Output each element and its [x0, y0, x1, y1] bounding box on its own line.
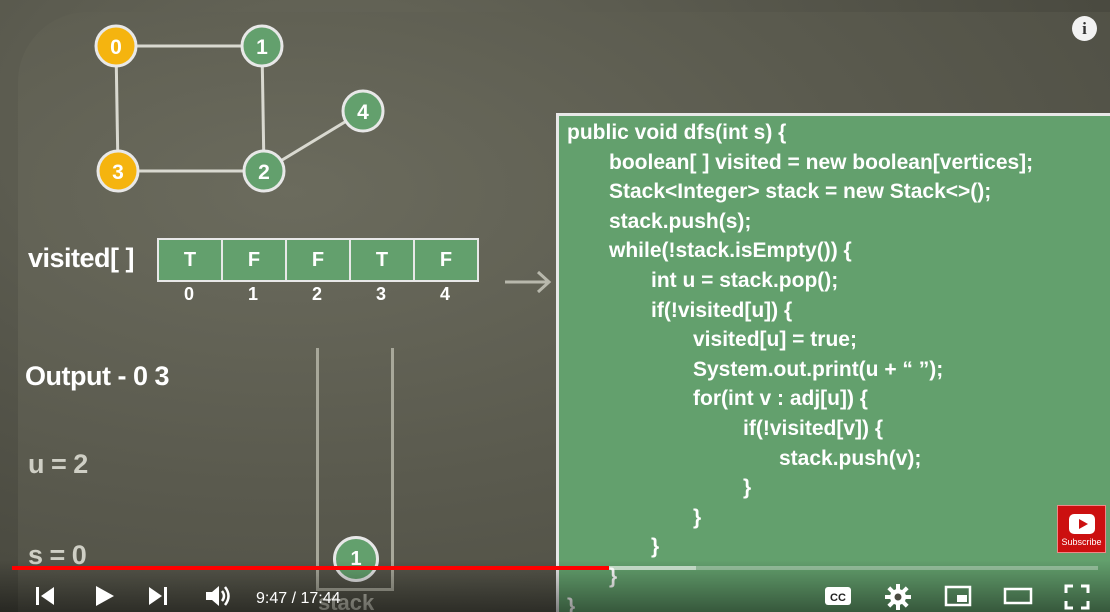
subscribe-button[interactable]: Subscribe	[1057, 505, 1106, 553]
s-variable-text: s = 0	[28, 540, 87, 570]
theater-mode-icon[interactable]	[1003, 584, 1033, 608]
skip-next-icon[interactable]	[146, 584, 170, 608]
visited-cell: T	[157, 238, 223, 282]
code-line: boolean[ ] visited = new boolean[vertice…	[609, 150, 1034, 174]
arrow-icon	[505, 270, 552, 294]
graph-node: 1	[240, 24, 284, 68]
graph-node: 3	[96, 149, 140, 193]
settings-gear-icon[interactable]	[885, 584, 911, 610]
code-line: }	[743, 476, 752, 500]
captions-icon[interactable]: CC	[824, 584, 852, 608]
code-line: int u = stack.pop();	[651, 269, 839, 292]
subscribe-label: Subscribe	[1061, 537, 1102, 547]
code-line: stack.push(v);	[779, 446, 922, 470]
array-index: 1	[247, 284, 258, 304]
visited-cell: T	[349, 238, 415, 282]
code-line: public void dfs(int s) {	[567, 121, 787, 144]
visited-array: T F F T F	[157, 238, 479, 282]
fullscreen-icon[interactable]	[1064, 584, 1090, 610]
code-line: }	[693, 505, 702, 529]
svg-text:1: 1	[256, 36, 268, 59]
visited-array-indices: 0 1 2 3 4	[157, 284, 477, 305]
code-line: while(!stack.isEmpty()) {	[609, 239, 852, 263]
code-panel: public void dfs(int s) { boolean[ ] visit…	[556, 113, 1110, 612]
output-text: Output - 0 3	[25, 361, 170, 391]
array-index: 0	[183, 284, 194, 304]
code-line: Stack<Integer> stack = new Stack<>();	[609, 180, 992, 204]
code-line: if(!visited[v]) {	[743, 417, 884, 440]
code-line: }	[567, 595, 575, 612]
svg-text:3: 3	[112, 161, 124, 184]
visited-cell: F	[221, 238, 287, 282]
visited-array-label: visited[ ]	[28, 243, 135, 273]
code-line: if(!visited[u]) {	[651, 298, 793, 322]
skip-previous-icon[interactable]	[33, 584, 57, 608]
code-line: for(int v : adj[u]) {	[693, 387, 868, 411]
array-index: 4	[439, 284, 450, 304]
svg-text:4: 4	[357, 101, 369, 124]
array-index: 3	[375, 284, 386, 304]
captions-label: CC	[830, 592, 846, 604]
u-variable-text: u = 2	[28, 449, 88, 479]
progress-bar[interactable]	[12, 566, 1098, 570]
info-icon[interactable]: i	[1072, 16, 1097, 41]
visited-cell: F	[413, 238, 479, 282]
graph-node: 2	[242, 149, 286, 193]
code-line: }	[651, 535, 660, 559]
code-line: }	[609, 565, 617, 589]
miniplayer-icon[interactable]	[944, 584, 972, 608]
youtube-logo-icon	[1068, 514, 1095, 534]
stack-container: 1	[316, 348, 394, 591]
volume-icon[interactable]	[204, 584, 232, 608]
code-line: stack.push(s);	[609, 209, 752, 233]
code-line: visited[u] = true;	[693, 328, 857, 352]
stack-item: 1	[333, 536, 379, 582]
stack-label: stack	[318, 590, 374, 612]
graph-node: 4	[341, 89, 385, 133]
svg-text:2: 2	[258, 161, 270, 184]
code-line: System.out.print(u + “ ”);	[693, 357, 944, 381]
progress-played	[12, 566, 610, 570]
graph-node: 0	[94, 24, 138, 68]
time-display: 9:47 / 17:44	[256, 590, 341, 607]
graph-diagram: 0 1 4 3 2	[94, 24, 385, 193]
array-index: 2	[311, 284, 322, 304]
play-icon[interactable]	[92, 584, 116, 608]
svg-text:0: 0	[110, 36, 122, 59]
